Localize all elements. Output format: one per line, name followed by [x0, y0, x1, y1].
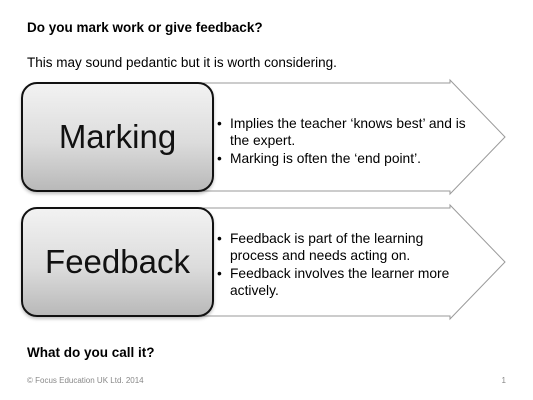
marking-label: Marking	[58, 118, 177, 155]
closing-question: What do you call it?	[27, 345, 155, 360]
slide-subtitle: This may sound pedantic but it is worth …	[27, 55, 337, 70]
slide-heading: Do you mark work or give feedback?	[27, 20, 263, 35]
footer-copyright: © Focus Education UK Ltd. 2014	[27, 376, 144, 385]
bullet-item: Feedback is part of the learning process…	[216, 231, 474, 264]
feedback-label: Feedback	[45, 243, 190, 280]
bullet-item: Marking is often the ‘end point’.	[216, 151, 474, 168]
footer-page-number: 1	[501, 376, 506, 385]
feedback-bullet-list: Feedback is part of the learning process…	[216, 231, 474, 301]
marking-bullet-list: Implies the teacher ‘knows best’ and is …	[216, 116, 474, 170]
bullet-item: Feedback involves the learner more activ…	[216, 266, 474, 299]
feedback-box: Feedback	[21, 207, 214, 317]
marking-box: Marking	[21, 82, 214, 192]
bullet-item: Implies the teacher ‘knows best’ and is …	[216, 116, 474, 149]
